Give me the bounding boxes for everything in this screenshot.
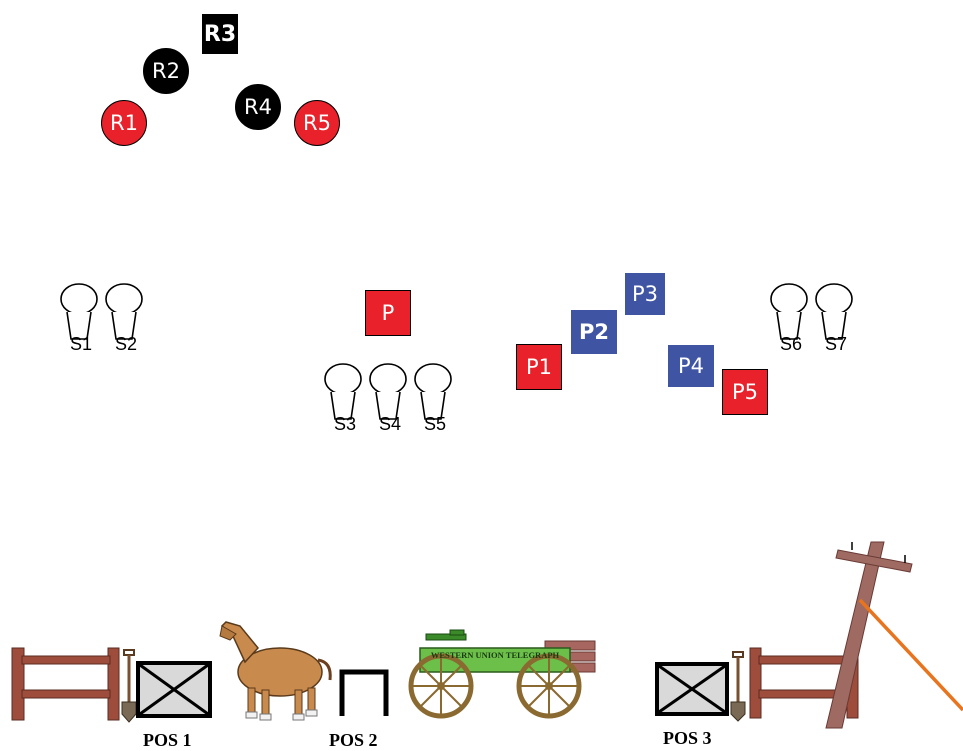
stand-s1: S1 (59, 282, 103, 352)
pos-3-label: POS 3 (663, 728, 712, 749)
rider-r4: R4 (235, 84, 281, 130)
rider-r1: R1 (101, 100, 147, 146)
stand-icon (368, 362, 412, 420)
rider-r5: R5 (294, 100, 340, 146)
stand-s5-label: S5 (413, 414, 457, 435)
rider-r4-label: R4 (244, 95, 272, 119)
stand-s4: S4 (368, 362, 412, 432)
stand-s6-label: S6 (769, 334, 813, 355)
player-p4: P4 (668, 345, 714, 387)
wagon-icon (411, 630, 595, 716)
pos-2-label: POS 2 (329, 730, 378, 751)
stand-s5: S5 (413, 362, 457, 432)
player-p1-label: P1 (526, 355, 552, 379)
rider-r5-label: R5 (303, 111, 331, 135)
player-p3: P3 (625, 273, 665, 315)
stand-s7: S7 (814, 282, 858, 352)
stand-s3-label: S3 (323, 414, 367, 435)
player-p2-label: P2 (579, 320, 609, 344)
center-square-p: P (365, 290, 411, 336)
player-p5: P5 (722, 369, 768, 415)
rider-r1-label: R1 (110, 111, 138, 135)
left-crate-icon (138, 663, 210, 716)
stand-s6: S6 (769, 282, 813, 352)
right-crate-icon (657, 664, 727, 714)
player-p1: P1 (516, 344, 562, 390)
stand-icon (413, 362, 457, 420)
rider-r2: R2 (143, 48, 189, 94)
rider-r3: R3 (202, 14, 238, 54)
stand-icon (814, 282, 858, 340)
stand-icon (323, 362, 367, 420)
left-shovel-icon (122, 650, 136, 722)
stand-s7-label: S7 (814, 334, 858, 355)
stand-icon (59, 282, 103, 340)
stand-icon (769, 282, 813, 340)
jump-icon (342, 672, 386, 716)
left-fence-icon (12, 648, 119, 720)
player-p2: P2 (571, 310, 617, 354)
player-p5-label: P5 (732, 380, 758, 404)
telegraph-pole-icon (826, 542, 963, 728)
horse-icon (220, 622, 330, 720)
stand-s2: S2 (104, 282, 148, 352)
center-square-label: P (382, 301, 395, 325)
rider-r3-label: R3 (204, 22, 236, 47)
wagon-sign-text: WESTERN UNION TELEGRAPH (431, 650, 560, 660)
stand-icon (104, 282, 148, 340)
stand-s4-label: S4 (368, 414, 412, 435)
scenery: WESTERN UNION TELEGRAPH (0, 530, 963, 730)
stand-s1-label: S1 (59, 334, 103, 355)
stand-s2-label: S2 (104, 334, 148, 355)
right-shovel-icon (731, 652, 745, 721)
rider-r2-label: R2 (152, 59, 180, 83)
stand-s3: S3 (323, 362, 367, 432)
player-p3-label: P3 (632, 282, 658, 306)
player-p4-label: P4 (678, 354, 704, 378)
pos-1-label: POS 1 (143, 730, 192, 751)
